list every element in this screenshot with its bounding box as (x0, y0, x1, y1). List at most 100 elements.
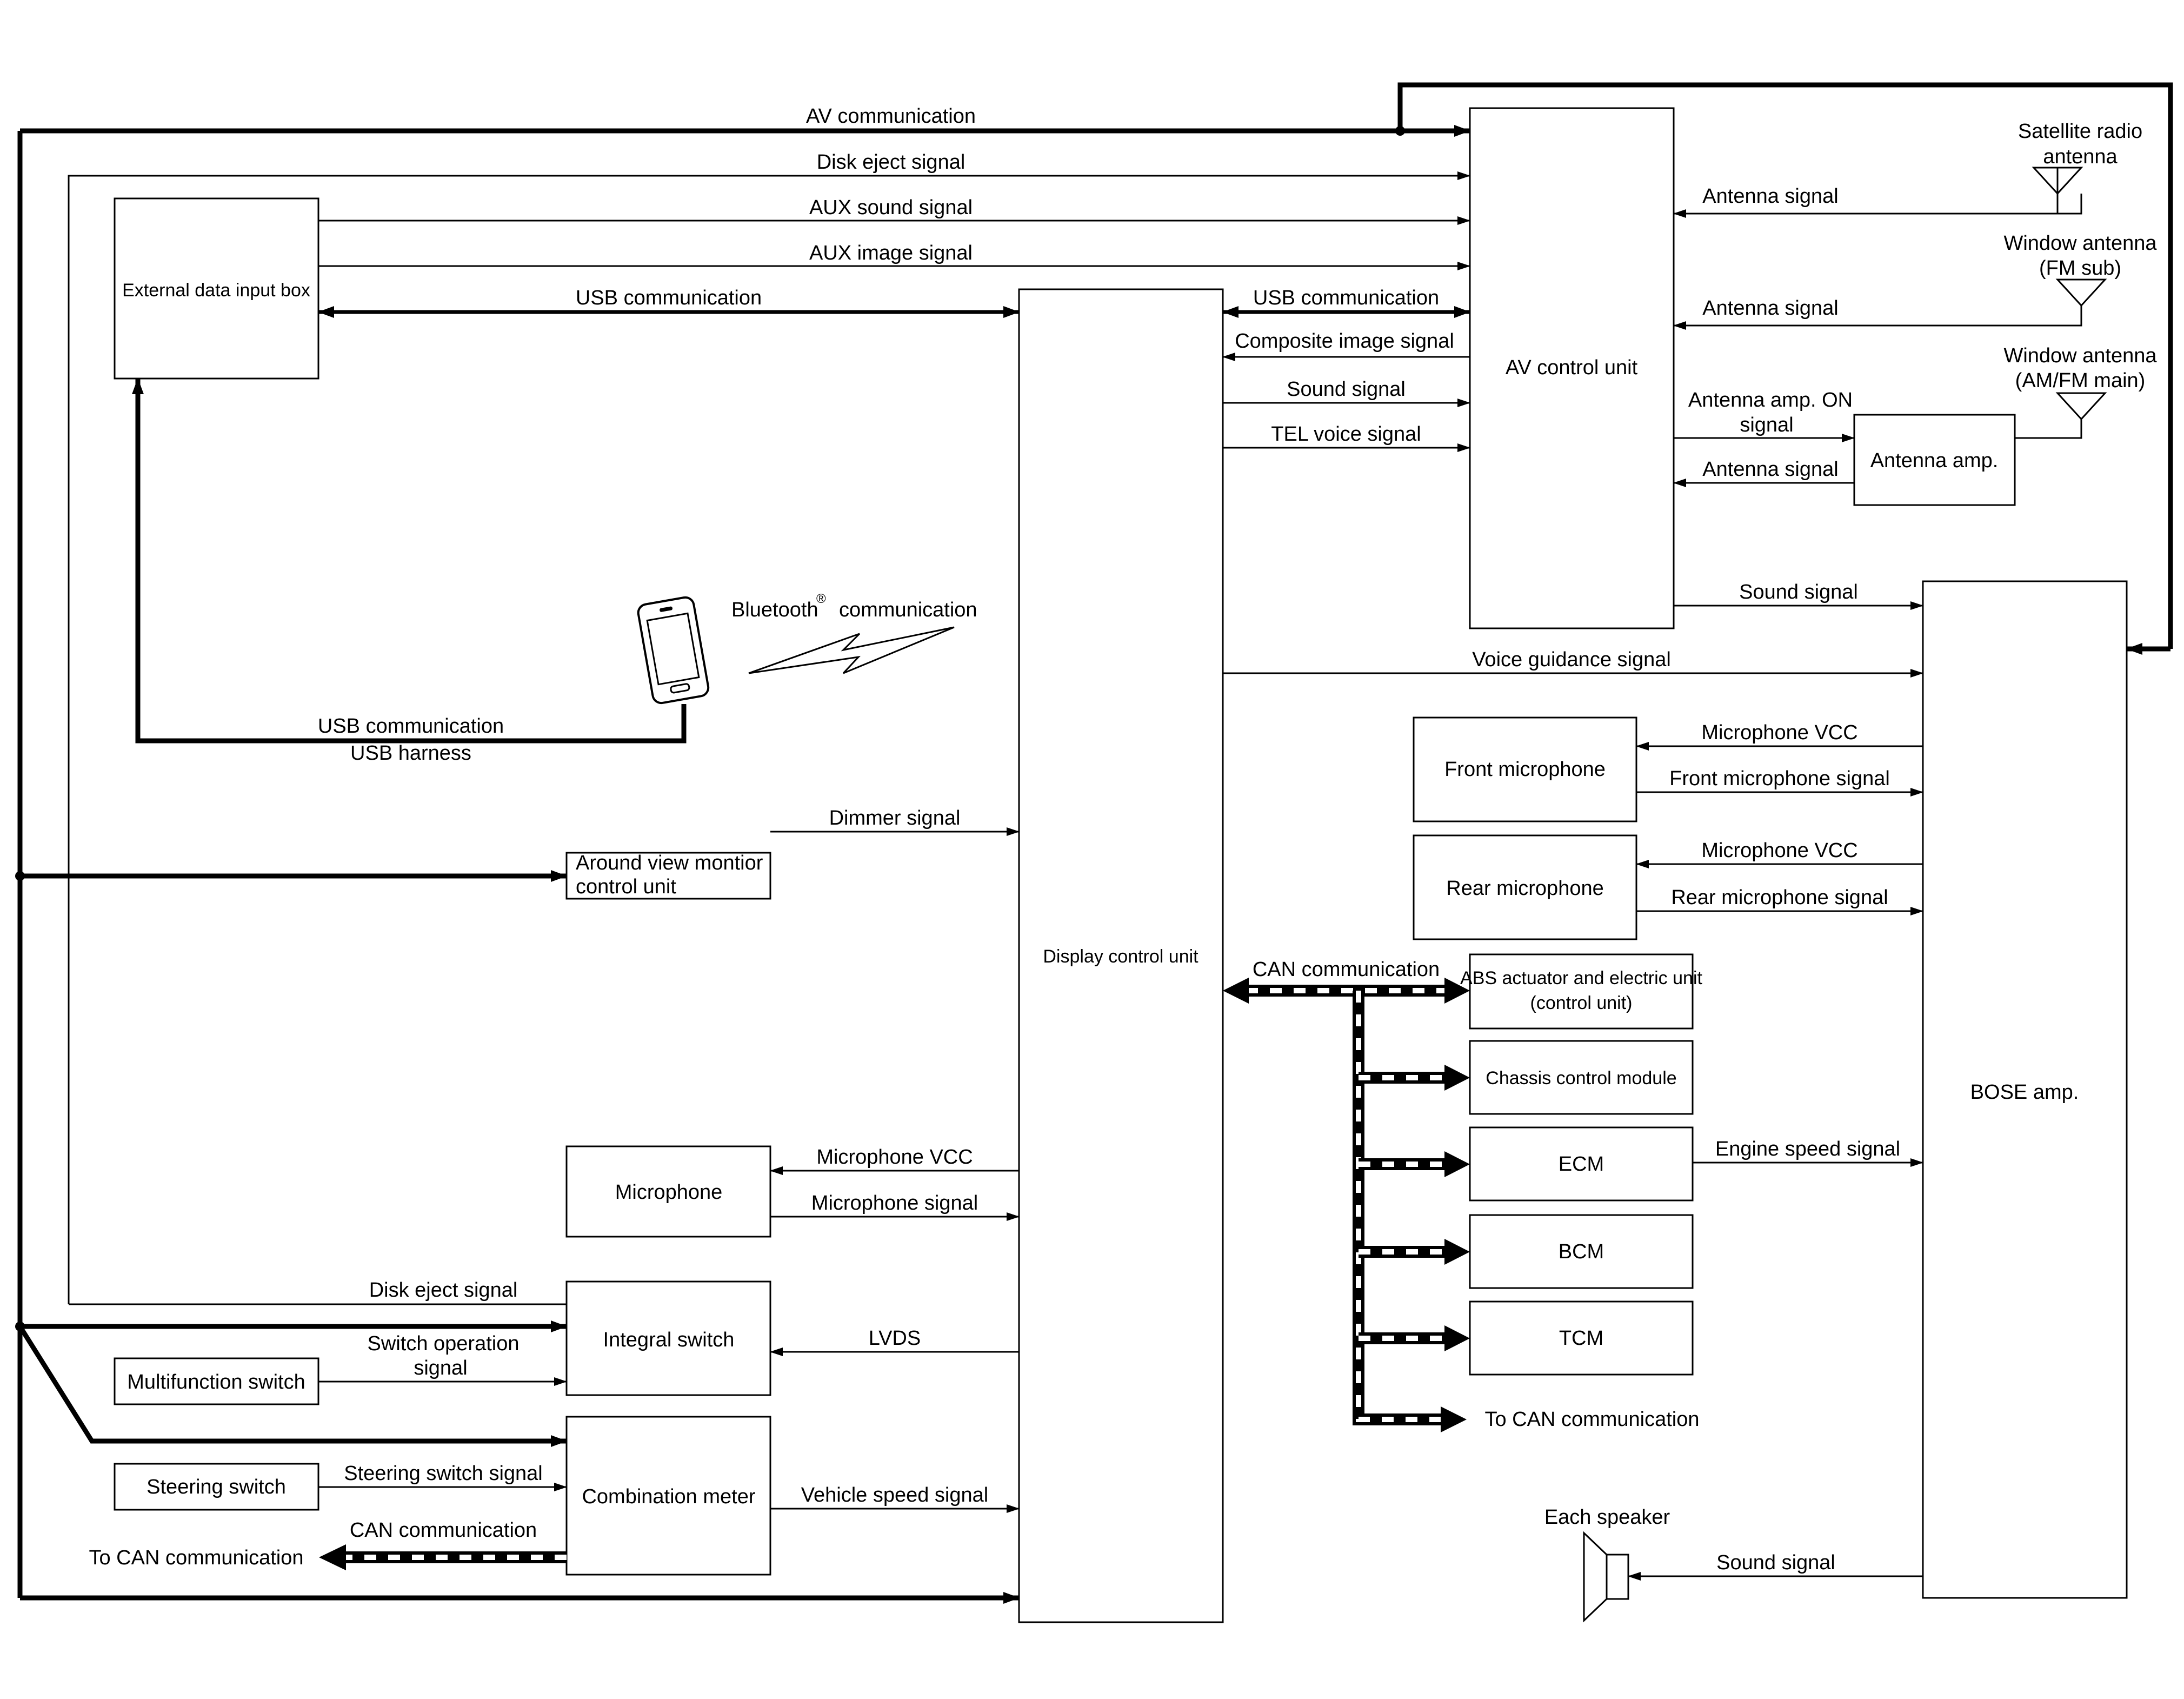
aux-image-signal: AUX image signal (318, 242, 1470, 270)
aux-sound-signal: AUX sound signal (318, 196, 1470, 225)
antenna-signal-label-2: Antenna signal (1702, 297, 1838, 320)
front-microphone: Front microphone (1413, 716, 1637, 822)
satellite-radio-antenna: Satellite radio antenna (2018, 120, 2142, 214)
can-communication-bottom: CAN communication To CAN communication (89, 1519, 567, 1570)
switch-operation-label-2: signal (414, 1357, 467, 1379)
disk-eject-signal-bottom: Disk eject signal (69, 1279, 567, 1305)
switch-operation-label-1: Switch operation (368, 1332, 520, 1355)
tcm-label: TCM (1559, 1327, 1603, 1350)
switch-operation-signal: Switch operation signal (318, 1332, 567, 1386)
bluetooth-label: Bluetooth (731, 599, 818, 621)
usb-communication-left: USB communication (318, 287, 1020, 318)
engine-speed-label: Engine speed signal (1715, 1138, 1900, 1160)
front-microphone-vcc-label: Microphone VCC (1701, 721, 1857, 744)
disk-eject-label-bottom: Disk eject signal (369, 1279, 518, 1302)
dimmer-signal-label: Dimmer signal (829, 807, 961, 829)
chassis-label: Chassis control module (1486, 1068, 1676, 1089)
front-microphone-vcc: Microphone VCC (1636, 721, 1923, 751)
antenna-amp-label: Antenna amp. (1870, 449, 1999, 472)
antenna-amp-on-signal: Antenna amp. ON signal (1674, 389, 1855, 442)
antenna-amp-on-label-1: Antenna amp. ON (1688, 389, 1853, 412)
can-communication-top-label: CAN communication (1253, 958, 1440, 981)
window-fm-label-2: (FM sub) (2039, 257, 2121, 280)
rear-microphone-vcc-label: Microphone VCC (1701, 839, 1857, 862)
aux-sound-label: AUX sound signal (809, 196, 973, 219)
multifunction-switch: Multifunction switch (114, 1357, 319, 1405)
microphone-vcc-label: Microphone VCC (816, 1146, 973, 1169)
av-communication-bus: AV communication (15, 82, 2173, 1604)
engine-speed-signal: Engine speed signal (1693, 1138, 1923, 1167)
ecm: ECM (1469, 1126, 1694, 1202)
antenna-signal-label-3: Antenna signal (1702, 458, 1838, 481)
each-speaker-label: Each speaker (1544, 1506, 1670, 1529)
microphone-label: Microphone (615, 1181, 723, 1204)
front-microphone-label: Front microphone (1444, 758, 1606, 781)
voice-guidance-signal: Voice guidance signal (1223, 648, 1923, 678)
abs-actuator-unit: ABS actuator and electric unit (control … (1460, 953, 1703, 1030)
display-control-unit: Display control unit (1018, 288, 1224, 1623)
bluetooth-communication: Bluetooth ® communication (731, 592, 977, 674)
antenna-amp-on-label-2: signal (1740, 414, 1793, 436)
satellite-antenna-label-2: antenna (2043, 145, 2118, 168)
to-can-communication-left-label: To CAN communication (89, 1547, 303, 1569)
sound-signal-speaker-label: Sound signal (1716, 1551, 1835, 1574)
smartphone-icon (637, 596, 710, 705)
rear-microphone-signal: Rear microphone signal (1636, 886, 1923, 915)
tel-voice-label: TEL voice signal (1271, 423, 1421, 446)
vehicle-speed-label: Vehicle speed signal (801, 1484, 988, 1506)
disk-eject-label-top: Disk eject signal (817, 151, 966, 174)
window-am-label-2: (AM/FM main) (2015, 369, 2146, 392)
tcm: TCM (1469, 1300, 1694, 1376)
display-control-unit-label: Display control unit (1043, 946, 1198, 967)
combination-meter: Combination meter (565, 1416, 771, 1576)
antenna-signal-fm: Antenna signal (1673, 297, 2082, 330)
tel-voice-signal: TEL voice signal (1223, 423, 1470, 452)
speaker-icon: Each speaker (1544, 1506, 1670, 1623)
window-am-label-1: Window antenna (2003, 344, 2157, 367)
rear-microphone: Rear microphone (1413, 834, 1637, 940)
bcm-label: BCM (1559, 1240, 1604, 1263)
multifunction-switch-label: Multifunction switch (127, 1371, 305, 1393)
av-control-unit-label: AV control unit (1506, 356, 1638, 379)
steering-switch: Steering switch (114, 1463, 319, 1511)
can-communication-bottom-label: CAN communication (350, 1519, 537, 1542)
usb-communication-right-label: USB communication (1253, 287, 1439, 309)
steering-switch-signal: Steering switch signal (318, 1462, 567, 1491)
voice-guidance-label: Voice guidance signal (1472, 648, 1671, 671)
front-microphone-signal-label: Front microphone signal (1669, 767, 1890, 790)
antenna-signal-amp: Antenna signal (1673, 458, 1854, 487)
abs-label-1: ABS actuator and electric unit (1460, 968, 1702, 988)
microphone-vcc: Microphone VCC (770, 1146, 1019, 1175)
window-antenna-fm-sub: Window antenna (FM sub) (2003, 232, 2157, 307)
rear-microphone-vcc: Microphone VCC (1636, 839, 1923, 868)
usb-communication-phone-label: USB communication (318, 715, 504, 738)
av-control-unit: AV control unit (1469, 107, 1675, 629)
microphone-signal-label: Microphone signal (811, 1192, 978, 1214)
sound-signal-bose: Sound signal (1674, 581, 1923, 610)
integral-switch-label: Integral switch (603, 1329, 735, 1351)
lvds-label: LVDS (869, 1327, 921, 1350)
bose-amp: BOSE amp. (1922, 580, 2128, 1599)
usb-communication-left-label: USB communication (576, 287, 762, 309)
composite-image-label: Composite image signal (1235, 330, 1454, 353)
microphone-box: Microphone (565, 1145, 771, 1238)
antenna-signal-satellite: Antenna signal (1673, 185, 2082, 218)
to-can-communication-right-label: To CAN communication (1484, 1408, 1699, 1431)
aux-image-label: AUX image signal (809, 242, 973, 264)
bose-amp-label: BOSE amp. (1970, 1081, 2079, 1104)
usb-harness-phone: USB communication USB harness (132, 378, 687, 765)
vehicle-speed-signal: Vehicle speed signal (770, 1484, 1020, 1513)
combination-meter-label: Combination meter (582, 1485, 755, 1508)
bluetooth-registered-mark: ® (816, 592, 826, 606)
chassis-control-module: Chassis control module (1469, 1040, 1694, 1115)
dimmer-signal: Dimmer signal (770, 807, 1020, 836)
antenna-signal-label-1: Antenna signal (1702, 185, 1838, 208)
rear-microphone-label: Rear microphone (1446, 877, 1603, 900)
sound-signal-speaker: Sound signal (1628, 1551, 1923, 1581)
front-microphone-signal: Front microphone signal (1636, 767, 1923, 797)
can-communication-bus: CAN communication To CAN communication (1223, 958, 1700, 1432)
around-view-label-2: control unit (576, 875, 676, 898)
around-view-monitor-control-unit: Around view montior control unit (565, 852, 771, 900)
ecm-label: ECM (1559, 1153, 1604, 1176)
